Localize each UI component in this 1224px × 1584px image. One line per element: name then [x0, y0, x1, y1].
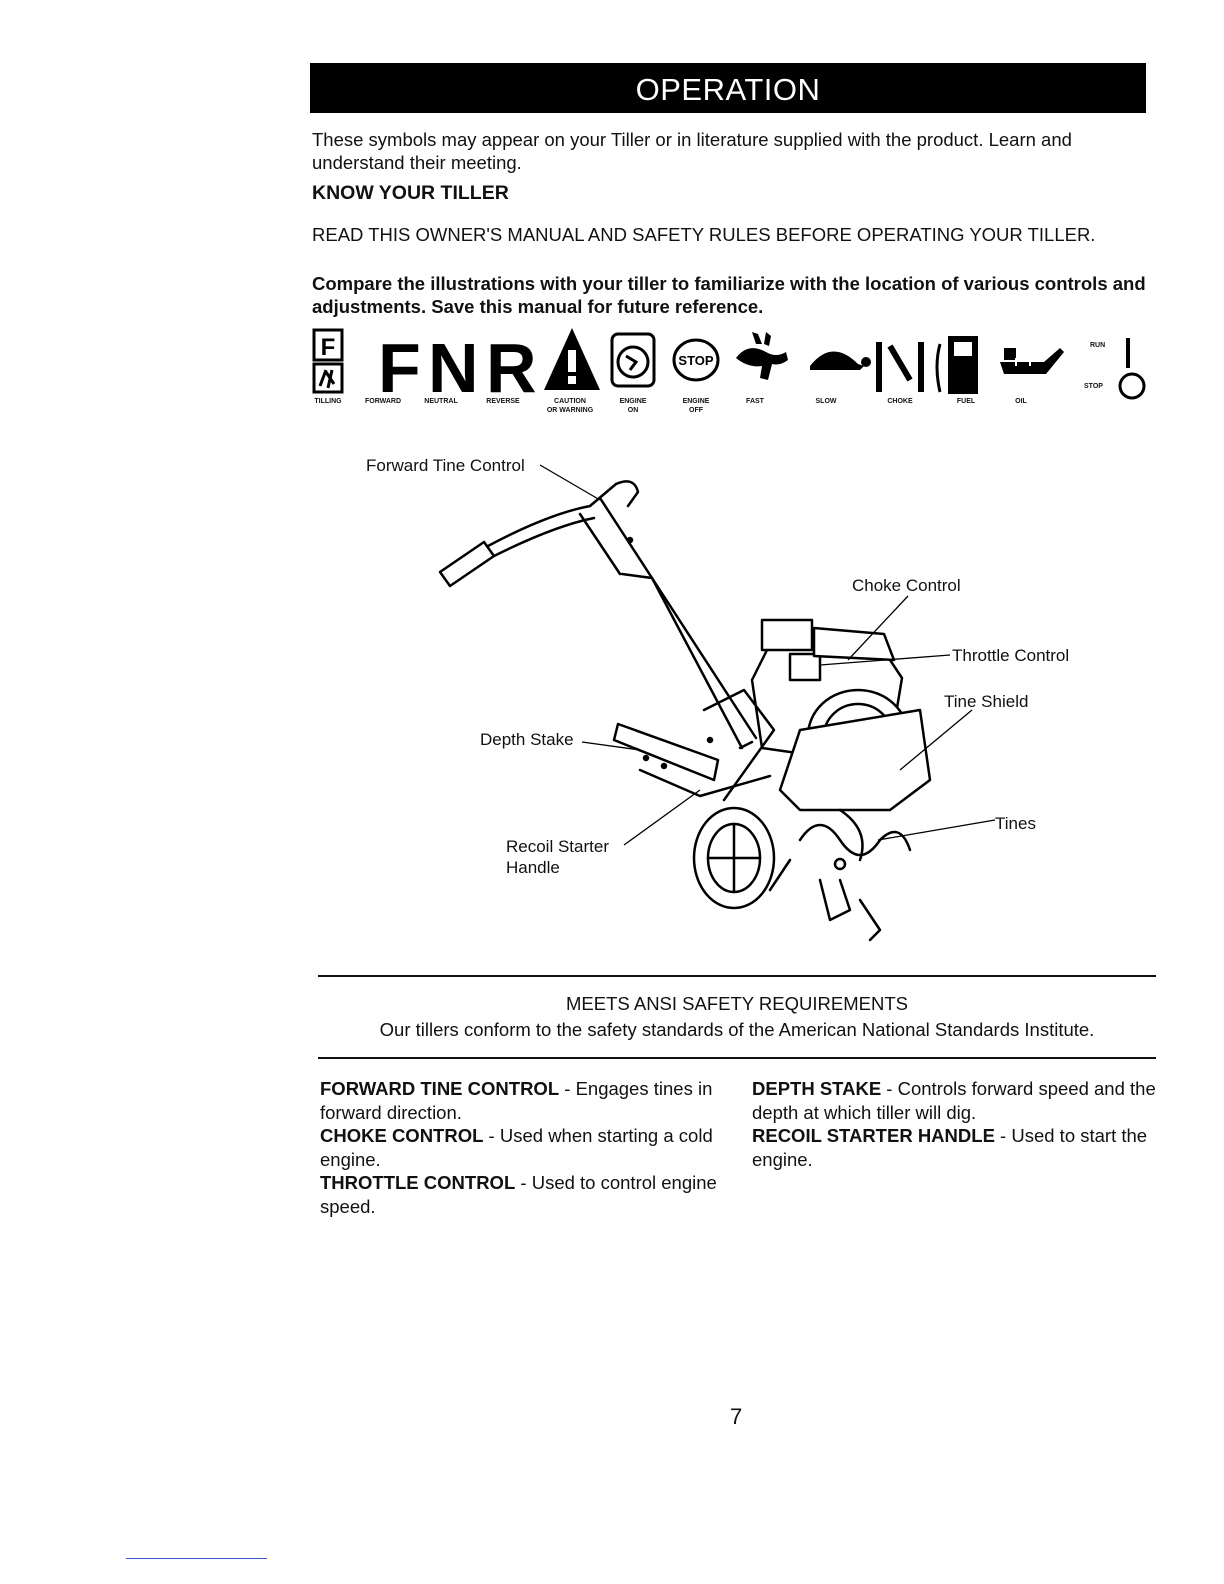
engine-on-icon	[610, 332, 656, 388]
description-item: FORWARD TINE CONTROL - Engages tines in …	[320, 1077, 730, 1124]
callout-choke-control: Choke Control	[852, 576, 961, 595]
ansi-title: MEETS ANSI SAFETY REQUIREMENTS	[566, 993, 908, 1014]
fuel-pump-icon	[935, 336, 978, 394]
symbol-label: OIL	[1015, 398, 1027, 405]
callout-tine-shield: Tine Shield	[944, 692, 1029, 711]
description-text: - Used when starting a cold engine.	[320, 1125, 713, 1170]
ansi-text: Our tillers conform to the safety standa…	[379, 1019, 1095, 1040]
symbol-label: FAST	[746, 398, 764, 405]
description-item: THROTTLE CONTROL - Used to control engin…	[320, 1171, 730, 1218]
engine-off-icon: STOP	[672, 338, 720, 382]
symbol-row: F F N R STOP	[312, 328, 1146, 400]
caution-icon	[544, 328, 600, 390]
divider	[318, 975, 1156, 977]
descriptions-right: DEPTH STAKE - Controls forward speed and…	[752, 1077, 1157, 1171]
tiller-illustration	[438, 464, 996, 942]
compare-notice: Compare the illustrations with your till…	[312, 273, 1146, 317]
description-term: RECOIL STARTER HANDLE	[752, 1125, 995, 1146]
description-text: - Used to start the engine.	[752, 1125, 1148, 1170]
neutral-glyph: N	[428, 329, 479, 400]
description-term: THROTTLE CONTROL	[320, 1172, 516, 1193]
callout-forward-tine-control: Forward Tine Control	[366, 456, 525, 475]
tilling-glyph: F	[321, 334, 336, 361]
description-text: - Controls forward speed and the depth a…	[752, 1078, 1156, 1123]
description-item: CHOKE CONTROL - Used when starting a col…	[320, 1124, 730, 1171]
stop-label: STOP	[1084, 383, 1103, 390]
symbol-label: ENGINE OFF	[682, 398, 710, 414]
description-term: CHOKE CONTROL	[320, 1125, 484, 1146]
tilling-icon: F	[312, 328, 344, 394]
stop-text: STOP	[678, 353, 713, 368]
run-line-icon	[1126, 338, 1130, 368]
description-item: DEPTH STAKE - Controls forward speed and…	[752, 1077, 1157, 1124]
description-text: - Engages tines in forward direction.	[320, 1078, 713, 1123]
stop-circle-icon	[1118, 372, 1146, 400]
symbol-label: SLOW	[815, 398, 837, 405]
section-title: KNOW YOUR TILLER	[312, 182, 509, 204]
symbol-label: CAUTION OR WARNING	[546, 398, 594, 414]
symbol-label: REVERSE	[486, 398, 520, 405]
symbol-label: FORWARD	[364, 398, 402, 405]
callout-recoil-starter-handle: Handle	[506, 858, 560, 877]
turtle-slow-icon	[810, 351, 871, 370]
descriptions-left: FORWARD TINE CONTROL - Engages tines in …	[320, 1077, 730, 1218]
read-notice: READ THIS OWNER'S MANUAL AND SAFETY RULE…	[312, 224, 1096, 245]
symbol-label: ENGINE ON	[619, 398, 647, 414]
symbol-label: FUEL	[956, 398, 976, 405]
reverse-glyph: R	[486, 329, 537, 400]
intro-paragraph: These symbols may appear on your Tiller …	[312, 129, 1072, 173]
symbol-label: NEUTRAL	[424, 398, 458, 405]
callout-recoil-starter: Recoil Starter	[506, 837, 609, 856]
divider	[318, 1057, 1156, 1059]
callout-throttle-control: Throttle Control	[952, 646, 1070, 665]
oil-can-icon	[1000, 348, 1064, 374]
section-header: OPERATION	[310, 63, 1146, 113]
description-text: - Used to control engine speed.	[320, 1172, 717, 1217]
page-number: 7	[730, 1404, 743, 1429]
footer-line	[126, 1558, 267, 1559]
forward-glyph: F	[378, 329, 421, 400]
symbol-label: TILLING	[314, 398, 342, 405]
description-item: RECOIL STARTER HANDLE - Used to start th…	[752, 1124, 1157, 1171]
symbol-label: CHOKE	[887, 398, 913, 405]
choke-icon	[876, 342, 924, 392]
description-term: DEPTH STAKE	[752, 1078, 882, 1099]
rabbit-fast-icon	[736, 332, 788, 380]
callout-depth-stake: Depth Stake	[480, 730, 574, 749]
description-term: FORWARD TINE CONTROL	[320, 1078, 560, 1099]
callout-tines: Tines	[995, 814, 1036, 833]
run-label: RUN	[1090, 342, 1106, 349]
